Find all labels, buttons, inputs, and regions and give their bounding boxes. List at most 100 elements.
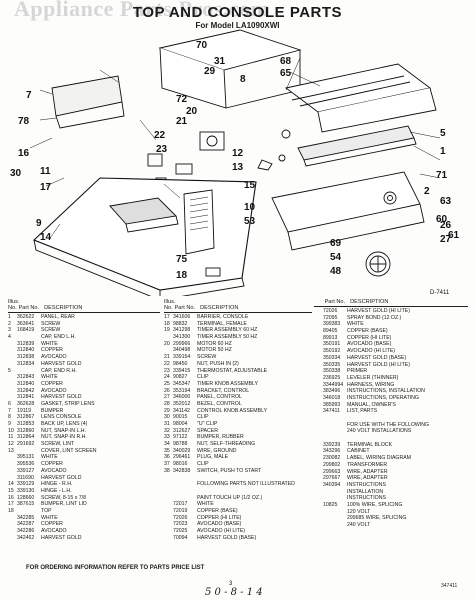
part-description: HARVEST GOLD	[41, 360, 82, 367]
part-number: 90015	[173, 414, 188, 421]
lint-hinge	[147, 153, 163, 167]
part-number: 346000	[173, 394, 191, 401]
callout-27: 27	[440, 234, 452, 245]
illus-number: 9	[8, 421, 11, 427]
illus-number: 6	[8, 400, 11, 407]
part-description: MANUAL, OWNER'S	[347, 401, 396, 408]
illus-number: 7	[8, 407, 11, 414]
part-description: INSTALLATION	[347, 488, 384, 495]
part-number: 350338	[323, 368, 341, 375]
callout-70: 70	[196, 40, 208, 51]
document-number: 347411	[441, 583, 458, 589]
illus-number: 37	[164, 461, 170, 468]
part-description: HARVEST GOLD	[41, 394, 82, 401]
illus-number: 32	[164, 427, 170, 434]
callout-22: 22	[154, 130, 166, 141]
clip	[281, 129, 291, 139]
part-number: 312841	[17, 394, 35, 401]
console-lens	[297, 125, 415, 161]
callout-54: 54	[330, 252, 342, 263]
illus-number: 17	[164, 314, 170, 320]
part-number: 98016	[173, 461, 188, 468]
callout-72: 72	[176, 94, 188, 105]
part-number: 72019	[173, 507, 188, 514]
illus-number: 18	[164, 320, 170, 327]
callout-16: 16	[18, 148, 30, 159]
illus-number: 15	[8, 487, 14, 494]
part-description: TRANSFORMER	[347, 461, 388, 468]
callout-63: 63	[440, 196, 452, 207]
parts-row: 120 VOLT	[314, 509, 468, 516]
part-number: 312838	[17, 354, 35, 361]
part-number: 387615	[17, 501, 35, 508]
part-description: COPPER (HI LITE)	[347, 334, 392, 341]
part-description: SCREW	[41, 327, 61, 334]
part-description: FOR USE WITH THE FOLLOWING	[347, 421, 430, 428]
callout-21: 21	[176, 116, 188, 127]
callout-12: 12	[232, 148, 244, 159]
part-description: COPPER (HI LITE)	[197, 514, 242, 521]
part-description: AVOCADO (BASE)	[347, 341, 392, 348]
part-number: 340394	[323, 481, 341, 488]
part-number: 312839	[17, 340, 35, 347]
callout-9: 9	[36, 218, 42, 229]
part-description: TIMER ASSEMBLY 60 HZ	[197, 327, 258, 334]
part-description: WHITE	[41, 454, 58, 461]
part-number: 297667	[323, 475, 341, 482]
illus-number: 35	[164, 447, 170, 454]
part-description: GASKET, STRIP LENS	[41, 400, 95, 407]
part-description: NUT, SNAP-IN R.H.	[41, 434, 87, 441]
illus-number: 22	[164, 360, 170, 367]
part-number: 70094	[173, 534, 188, 541]
part-number: 3344994	[323, 381, 344, 388]
part-number: 299663	[323, 468, 341, 475]
illus-number: 14	[8, 481, 14, 488]
part-description: AVOCADO (HI LITE)	[347, 348, 396, 355]
part-description: CLIP	[197, 461, 209, 468]
column-header: Illus. No. Part No. DESCRIPTION	[8, 299, 160, 311]
callout-18: 18	[176, 270, 188, 281]
part-description: HARVEST GOLD (HI LITE)	[347, 308, 410, 314]
illus-number: 28	[164, 400, 170, 407]
part-number: 97122	[173, 434, 188, 441]
callout-71: 71	[436, 170, 448, 181]
illus-number: 34	[164, 441, 170, 448]
part-number: 312864	[17, 434, 35, 441]
callout-1: 1	[440, 146, 446, 157]
part-description: 240 VOLT INSTALLATIONS	[347, 428, 412, 435]
part-description: WIRE, ADAPTER	[347, 475, 388, 482]
part-number: 362628	[17, 400, 35, 407]
part-number: 72026	[323, 308, 338, 314]
part-description: NUT, SNAP-IN L.H.	[41, 427, 86, 434]
part-number: 296461	[173, 454, 191, 461]
illus-number: 13	[8, 447, 14, 454]
part-number: 312843	[17, 374, 35, 381]
parts-row: 240 VOLT INSTALLATIONS	[314, 428, 468, 435]
part-description: AVOCADO	[41, 528, 67, 534]
part-number: 19119	[17, 407, 32, 414]
illus-number: 26	[164, 387, 170, 394]
callout-31: 31	[214, 56, 226, 67]
part-description: CABINET	[347, 448, 370, 455]
part-description: 299685 WIRE, SPLICING	[347, 515, 407, 522]
callout-7: 7	[26, 90, 32, 101]
